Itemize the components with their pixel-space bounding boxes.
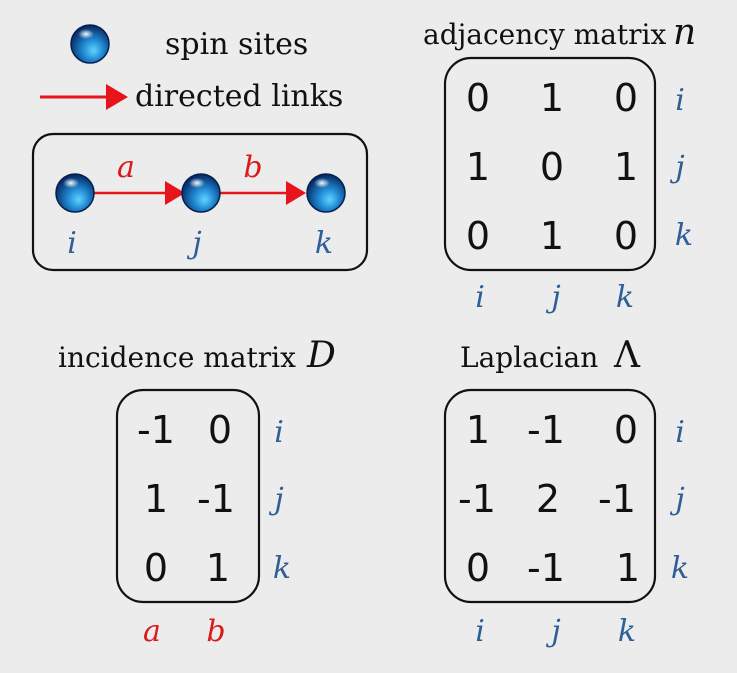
- incidence-cell: 0: [208, 408, 232, 452]
- incidence-frame: [115, 388, 261, 604]
- link-b-label: b: [243, 150, 262, 185]
- laplacian-col-label: k: [618, 614, 636, 649]
- incidence-row-label: k: [273, 551, 291, 586]
- laplacian-col-label: j: [545, 614, 560, 649]
- node-k-sphere-icon: [306, 173, 346, 213]
- adjacency-title: adjacency matrix: [423, 18, 667, 51]
- incidence-cell: -1: [197, 477, 235, 521]
- incidence-row-label: j: [268, 482, 283, 517]
- adjacency-cell: 0: [466, 76, 490, 120]
- laplacian-cell: 0: [466, 546, 490, 590]
- incidence-cell: 0: [144, 546, 168, 590]
- incidence-col-label: b: [206, 614, 225, 649]
- laplacian-cell: -1: [527, 408, 565, 452]
- adjacency-cell: 0: [614, 76, 638, 120]
- adjacency-cell: 1: [466, 145, 490, 189]
- incidence-panel: incidence matrix D -1 0 1 -1 0 1 i j k a…: [58, 335, 336, 649]
- legend-directed-links-label: directed links: [135, 79, 343, 114]
- adjacency-col-label: j: [545, 280, 560, 315]
- link-a-label: a: [117, 150, 135, 185]
- adjacency-col-label: i: [475, 280, 485, 315]
- adjacency-cell: 1: [614, 145, 638, 189]
- laplacian-row-label: j: [669, 482, 684, 517]
- laplacian-col-label: i: [475, 614, 485, 649]
- legend-spin-site-icon: [70, 24, 110, 64]
- adjacency-cell: 0: [614, 214, 638, 258]
- adjacency-frame: [443, 56, 657, 272]
- incidence-cell: 1: [144, 477, 168, 521]
- adjacency-panel: adjacency matrix n 0 1 0 1 0 1 0 1 0 i j…: [423, 12, 696, 315]
- link-b: [220, 181, 306, 205]
- laplacian-title: Laplacian: [460, 341, 598, 374]
- laplacian-symbol: Λ: [613, 335, 641, 376]
- laplacian-cell: 1: [616, 546, 640, 590]
- node-j-sphere-icon: [181, 173, 221, 213]
- legend-spin-sites-label: spin sites: [165, 27, 308, 62]
- graph-panel: a b i j k: [31, 132, 369, 272]
- adjacency-symbol: n: [673, 12, 696, 53]
- laplacian-cell: -1: [458, 477, 496, 521]
- adjacency-row-label: j: [669, 150, 684, 185]
- adjacency-row-label: i: [675, 83, 685, 118]
- adjacency-col-label: k: [616, 280, 634, 315]
- graph-frame: [31, 132, 369, 272]
- legend-link-arrow-icon: [40, 84, 128, 110]
- laplacian-frame: [443, 388, 657, 604]
- adjacency-cell: 0: [466, 214, 490, 258]
- node-k-label: k: [315, 226, 333, 261]
- incidence-cell: 1: [206, 546, 230, 590]
- laplacian-panel: Laplacian Λ 1 -1 0 -1 2 -1 0 -1 1 i j k …: [443, 335, 689, 649]
- adjacency-cell: 1: [540, 214, 564, 258]
- laplacian-row-label: i: [675, 415, 685, 450]
- node-i-sphere-icon: [55, 173, 95, 213]
- incidence-cell: -1: [137, 408, 175, 452]
- laplacian-cell: 0: [614, 408, 638, 452]
- adjacency-row-label: k: [675, 218, 693, 253]
- laplacian-row-label: k: [671, 551, 689, 586]
- incidence-symbol: D: [306, 335, 336, 376]
- laplacian-cell: -1: [598, 477, 636, 521]
- incidence-title: incidence matrix: [58, 341, 296, 374]
- laplacian-cell: -1: [527, 546, 565, 590]
- legend: spin sites directed links: [40, 24, 343, 114]
- incidence-col-label: a: [143, 614, 161, 649]
- laplacian-cell: 2: [536, 477, 560, 521]
- adjacency-cell: 1: [540, 76, 564, 120]
- node-i-label: i: [67, 226, 77, 261]
- laplacian-cell: 1: [466, 408, 490, 452]
- incidence-row-label: i: [274, 415, 284, 450]
- adjacency-cell: 0: [540, 145, 564, 189]
- link-a: [94, 181, 185, 205]
- node-j-label: j: [186, 226, 201, 261]
